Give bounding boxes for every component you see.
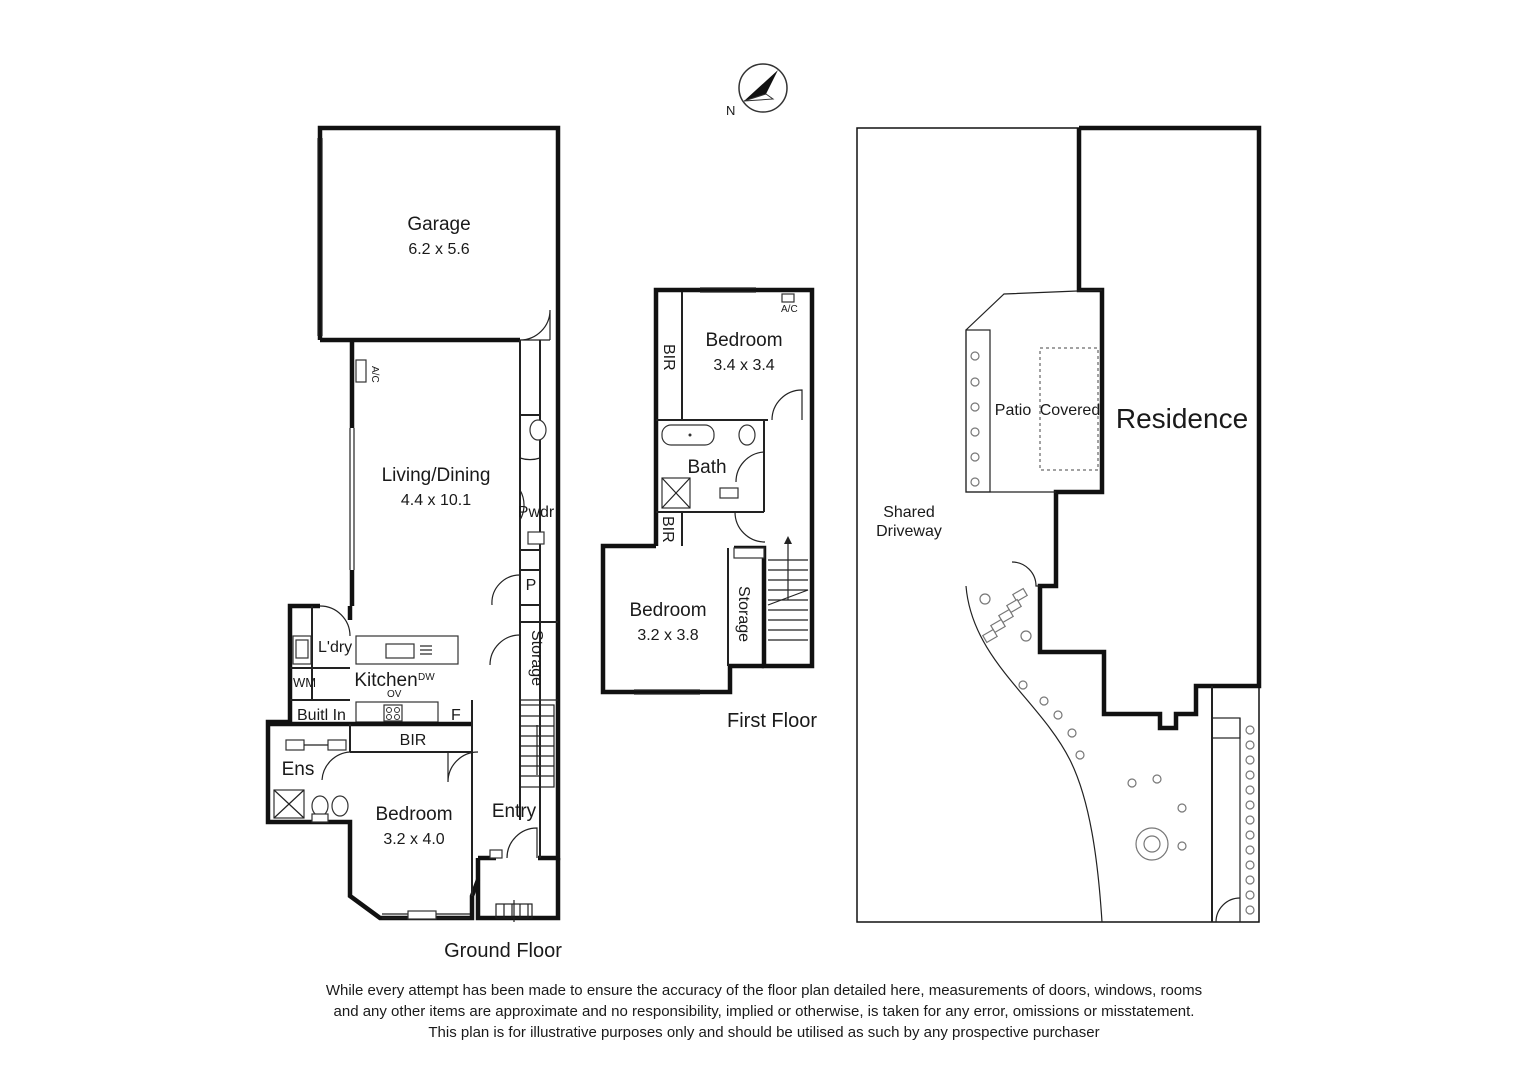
bath-label: Bath	[687, 457, 726, 478]
pantry-label: P	[526, 577, 537, 594]
covered-label: Covered	[1040, 402, 1100, 419]
residence-label: Residence	[1116, 403, 1248, 434]
first-bedroom1-label: Bedroom	[705, 330, 782, 351]
built-in-label: Buitl In	[297, 707, 346, 724]
living-dining-label: Living/Dining	[382, 465, 491, 486]
driveway-label-line2: Driveway	[876, 523, 942, 540]
first-storage-label: Storage	[735, 586, 752, 642]
first-bedroom2-label: Bedroom	[629, 600, 706, 621]
ground-bedroom-label: Bedroom	[375, 804, 452, 825]
ground-floor-title: Ground Floor	[444, 940, 562, 962]
ground-storage-label: Storage	[528, 630, 545, 686]
entry-label: Entry	[492, 801, 537, 822]
disclaimer-line-1: While every attempt has been made to ens…	[325, 982, 1203, 999]
ground-floor-plan: Garage 6.2 x 5.6 A/C Living/Dining 4.4 x…	[265, 125, 562, 962]
ground-bir-label: BIR	[400, 732, 427, 749]
laundry-label: L'dry	[318, 639, 352, 656]
powder-room-label: Pwdr	[518, 504, 555, 521]
disclaimer-line-3: This plan is for illustrative purposes o…	[428, 1024, 1100, 1041]
oven-label: OV	[387, 689, 402, 700]
disclaimer: While every attempt has been made to ens…	[264, 980, 1264, 1043]
disclaimer-line-2: and any other items are approximate and …	[333, 1003, 1195, 1020]
fridge-label: F	[451, 707, 461, 724]
ac-label-ground: A/C	[369, 366, 380, 383]
first-bir1-label: BIR	[660, 344, 677, 371]
ground-stairs	[519, 704, 555, 788]
patio-label: Patio	[995, 402, 1032, 419]
first-floor-plan: Bedroom 3.4 x 3.4 A/C BIR Bath BIR Bedro…	[600, 287, 817, 732]
ensuite-label: Ens	[282, 759, 315, 780]
living-dining-size: 4.4 x 10.1	[401, 492, 471, 509]
garage-size: 6.2 x 5.6	[408, 241, 469, 258]
compass-label: N	[726, 103, 735, 118]
compass: N	[726, 63, 788, 118]
first-bedroom1-size: 3.4 x 3.4	[713, 357, 774, 374]
washing-machine-label: WM	[293, 675, 316, 690]
first-floor-title: First Floor	[727, 710, 817, 732]
dishwasher-label: DW	[418, 672, 435, 683]
plants	[970, 351, 1255, 915]
first-bedroom2-size: 3.2 x 3.8	[637, 627, 698, 644]
site-plan: Residence Patio Covered Shared Driveway	[856, 125, 1262, 923]
ac-label-first: A/C	[781, 304, 798, 315]
driveway-label-line1: Shared	[883, 504, 935, 521]
first-stairs	[767, 536, 809, 641]
stepping-stones	[981, 587, 1029, 644]
ground-bedroom-size: 3.2 x 4.0	[383, 831, 444, 848]
kitchen-label: Kitchen	[354, 670, 417, 691]
first-bir2-label: BIR	[659, 516, 676, 543]
garage-label: Garage	[407, 214, 470, 235]
